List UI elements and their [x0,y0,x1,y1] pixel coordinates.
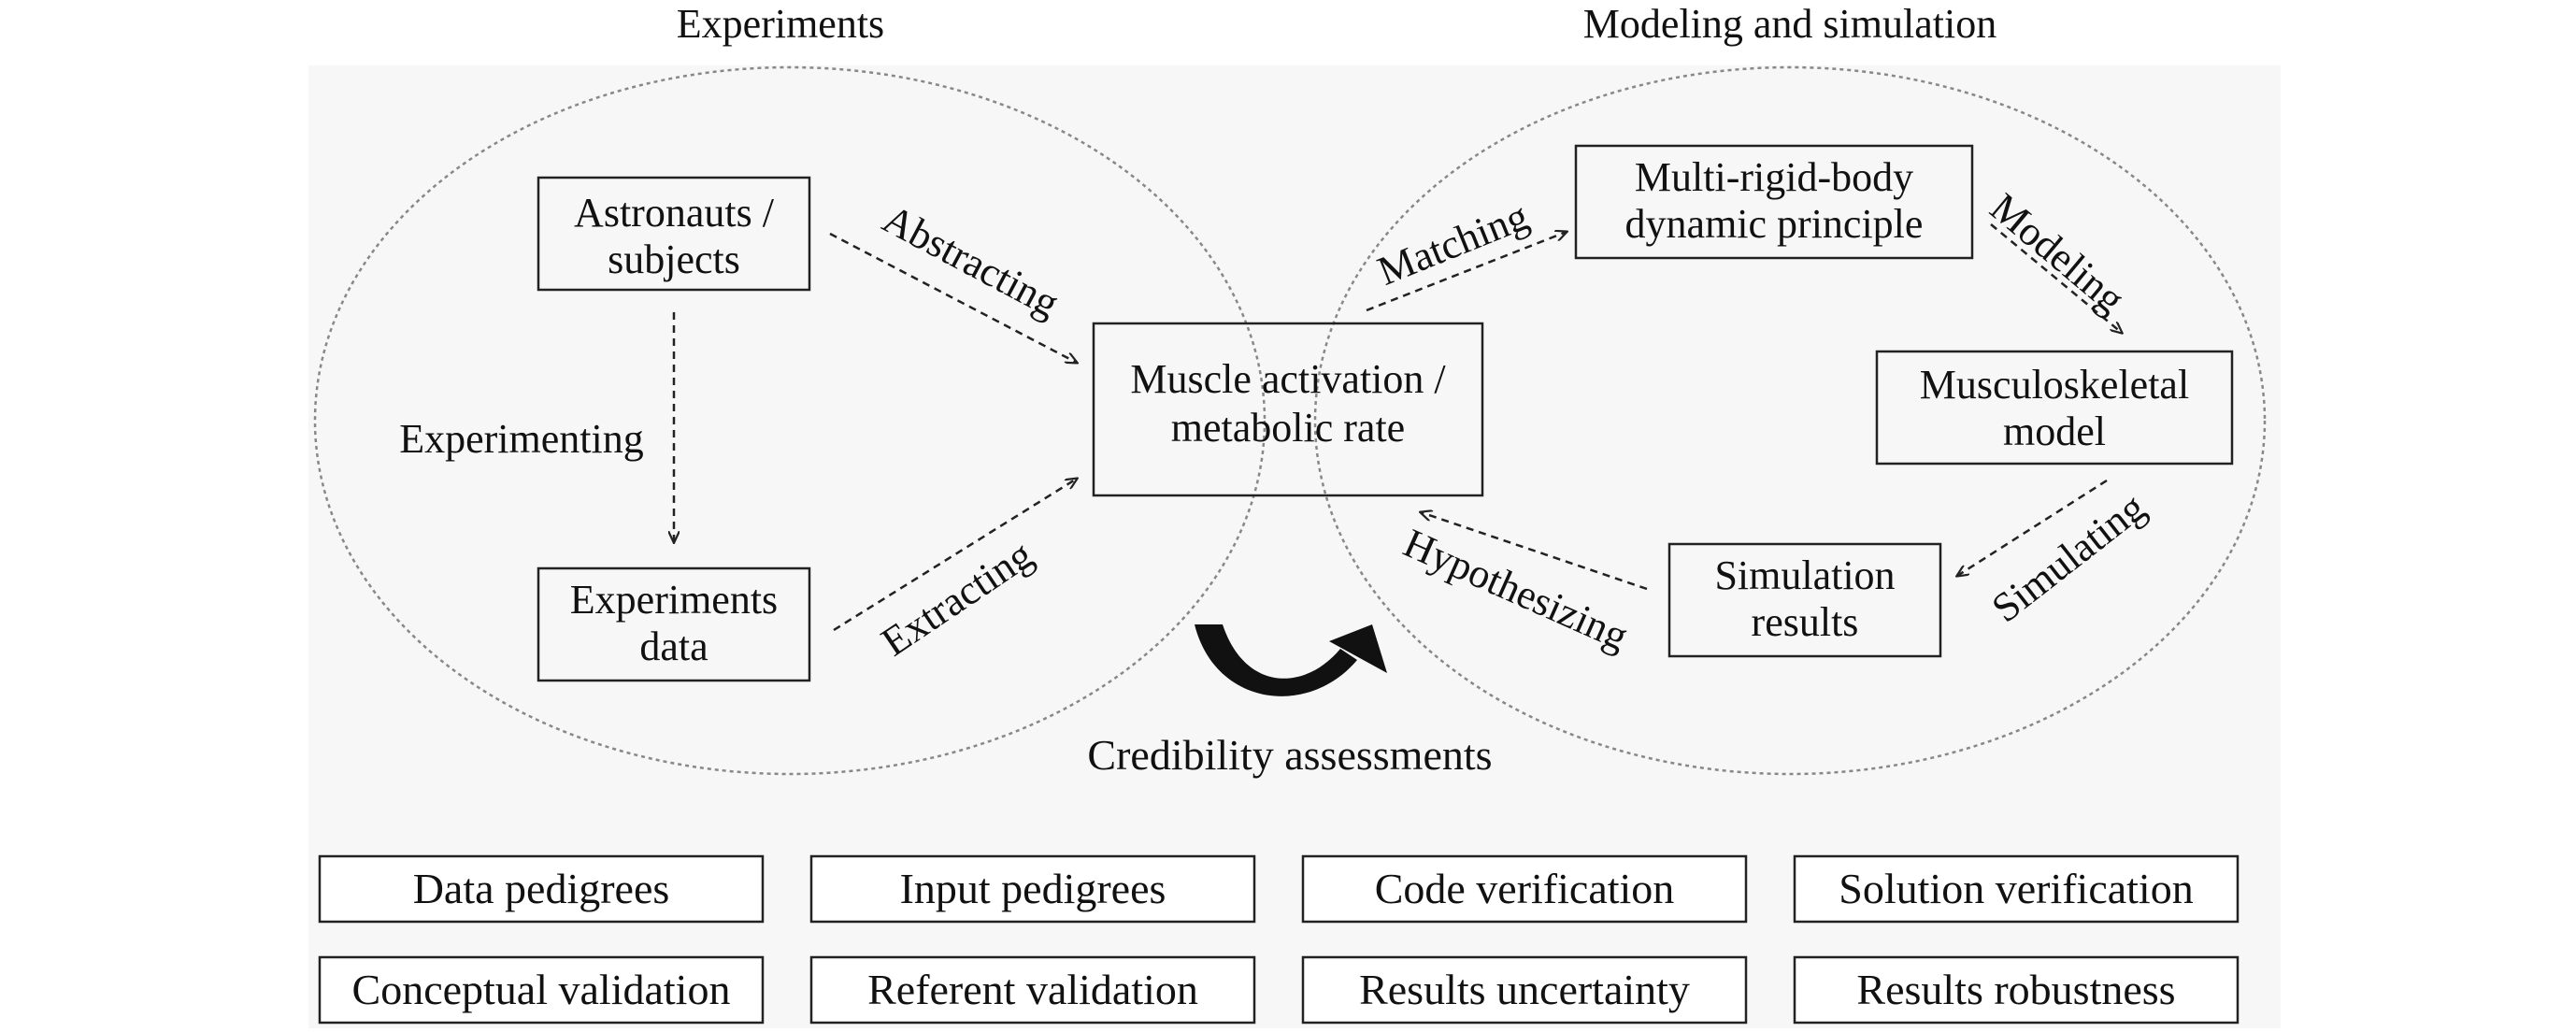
node-simulation-line2: results [1752,599,1859,645]
label-experimenting: Experimenting [399,416,644,462]
node-musculoskeletal-line2: model [2003,408,2106,454]
node-multi-rigid-line1: Multi-rigid-body [1635,154,1913,200]
arrow-simulating [1957,479,2108,576]
node-experiments-data-line2: data [639,624,708,669]
node-muscle-activation: Muscle activation / metabolic rate [1092,322,1484,497]
node-musculoskeletal-model: Musculoskeletal model [1875,350,2234,466]
arrow-extracting [833,479,1077,632]
assessment-label: Results robustness [1856,966,2175,1013]
experiments-section-title: Experiments [677,1,884,47]
node-experiments-data-line1: Experiments [570,577,778,623]
arrow-abstracting [829,232,1077,363]
assessment-referent-validation: Referent validation [809,955,1256,1025]
node-astronauts: Astronauts / subjects [537,176,811,292]
assessment-results-uncertainty: Results uncertainty [1301,955,1748,1025]
node-multi-rigid-body: Multi-rigid-body dynamic principle [1574,144,1974,260]
assessment-conceptual-validation: Conceptual validation [318,955,765,1025]
arrow-modeling [1990,223,2122,333]
label-hypothesizing: Hypothesizing [1397,520,1635,659]
cycle-arrow-icon [1195,624,1387,696]
node-muscle-line1: Muscle activation / [1130,356,1446,402]
label-modeling: Modeling [1982,184,2134,322]
node-simulation-results: Simulation results [1667,542,1942,658]
modeling-ellipse [1313,65,2267,776]
node-musculoskeletal-line1: Musculoskeletal [1920,362,2189,408]
modeling-section-title: Modeling and simulation [1583,1,1996,47]
arrow-matching [1366,232,1567,312]
label-extracting: Extracting [873,531,1040,665]
credibility-title: Credibility assessments [1087,731,1492,779]
assessment-label: Referent validation [867,966,1198,1013]
assessment-code-verification: Code verification [1301,854,1748,924]
assessment-label: Code verification [1375,865,1675,912]
node-astronauts-line2: subjects [608,236,740,282]
assessment-label: Input pedigrees [900,865,1166,912]
node-muscle-line2: metabolic rate [1171,405,1405,451]
assessment-input-pedigrees: Input pedigrees [809,854,1256,924]
assessment-results-robustness: Results robustness [1793,955,2240,1025]
assessment-label: Solution verification [1839,865,2193,912]
arrow-hypothesizing [1421,512,1648,591]
node-multi-rigid-line2: dynamic principle [1625,201,1924,247]
assessment-label: Results uncertainty [1359,966,1690,1013]
node-experiments-data: Experiments data [537,566,811,682]
label-matching: Matching [1371,193,1535,294]
assessment-data-pedigrees: Data pedigrees [318,854,765,924]
assessment-label: Conceptual validation [352,966,731,1013]
node-astronauts-line1: Astronauts / [574,190,775,236]
assessment-label: Data pedigrees [413,865,670,912]
experiments-ellipse [313,65,1267,776]
assessment-solution-verification: Solution verification [1793,854,2240,924]
node-simulation-line1: Simulation [1714,552,1895,598]
